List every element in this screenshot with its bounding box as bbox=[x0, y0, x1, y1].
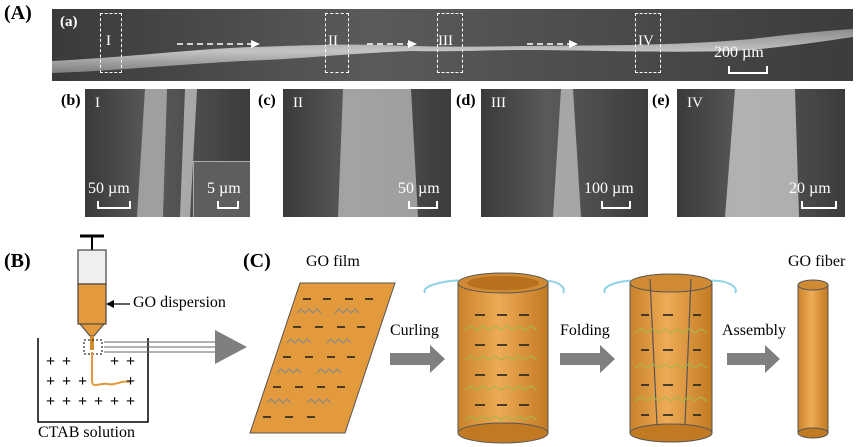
svg-text:+: + bbox=[62, 373, 71, 390]
sub-e-letter: (e) bbox=[652, 92, 670, 109]
folding-arrow bbox=[560, 345, 615, 373]
go-dispersion-label: GO dispersion bbox=[133, 294, 226, 311]
region-label-4: IV bbox=[638, 33, 654, 49]
roman-c: II bbox=[293, 95, 303, 111]
sem-image-c: II 50 µm bbox=[283, 89, 451, 217]
fiber-shape-d bbox=[553, 89, 581, 217]
fiber-shape-e bbox=[725, 89, 799, 217]
svg-text:+: + bbox=[126, 353, 135, 370]
svg-text:+: + bbox=[78, 393, 87, 410]
step-assembly: Assembly bbox=[722, 322, 786, 339]
folded-cylinder bbox=[629, 282, 713, 434]
svg-text:+: + bbox=[46, 373, 55, 390]
scale-label-inset: 5 µm bbox=[207, 180, 241, 197]
svg-text:+: + bbox=[126, 373, 135, 390]
fiber-shape bbox=[52, 29, 853, 73]
svg-text:+: + bbox=[62, 353, 71, 370]
ctab-solution-label: CTAB solution bbox=[38, 424, 135, 441]
svg-text:+: + bbox=[110, 353, 119, 370]
dashed-arrows bbox=[177, 40, 578, 48]
roman-d: III bbox=[491, 95, 506, 111]
sub-d-letter: (d) bbox=[456, 92, 476, 109]
panel-b-letter: (B) bbox=[4, 250, 31, 272]
region-label-1: I bbox=[106, 33, 111, 49]
region-box-1 bbox=[100, 13, 122, 73]
scale-label-e: 20 µm bbox=[789, 180, 831, 197]
scale-label-a: 200 µm bbox=[714, 44, 764, 61]
fiber-shape-b bbox=[137, 89, 197, 217]
scale-label-b: 50 µm bbox=[88, 180, 130, 197]
sub-a-letter: (a) bbox=[60, 14, 78, 30]
step-folding: Folding bbox=[560, 322, 610, 339]
region-box-2 bbox=[325, 13, 349, 73]
svg-text:+: + bbox=[94, 393, 103, 410]
svg-text:+: + bbox=[46, 353, 55, 370]
sem-image-b: I 50 µm 5 µm bbox=[85, 89, 250, 217]
scale-bar-inset bbox=[217, 201, 239, 209]
region-label-2: II bbox=[328, 33, 338, 49]
go-fiber-shape bbox=[797, 284, 829, 434]
scale-label-c: 50 µm bbox=[398, 180, 440, 197]
wet-spinning-setup: + + + + + + + + + + + + + + bbox=[37, 234, 247, 423]
roman-b: I bbox=[95, 95, 100, 111]
panel-a-letter: (A) bbox=[4, 2, 32, 24]
step-curling: Curling bbox=[390, 322, 439, 339]
svg-text:+: + bbox=[46, 393, 55, 410]
go-film-label: GO film bbox=[306, 253, 360, 270]
assembly-arrow bbox=[727, 345, 780, 373]
scale-bar-e bbox=[801, 201, 837, 209]
roman-e: IV bbox=[687, 95, 703, 111]
assembly-diagram bbox=[249, 272, 829, 444]
scale-label-d: 100 µm bbox=[584, 180, 634, 197]
sem-image-a: (a) I II III IV 200 µm bbox=[52, 9, 853, 81]
sem-image-e: IV 20 µm bbox=[677, 89, 845, 217]
go-film-shape bbox=[249, 282, 396, 434]
scale-bar-d bbox=[601, 201, 631, 209]
region-box-3 bbox=[437, 13, 463, 73]
svg-text:+: + bbox=[110, 393, 119, 410]
sub-b-letter: (b) bbox=[61, 92, 81, 109]
sem-image-d: III 100 µm bbox=[481, 89, 648, 217]
sub-c-letter: (c) bbox=[258, 92, 276, 109]
region-box-4 bbox=[635, 13, 661, 73]
svg-text:+: + bbox=[62, 393, 71, 410]
svg-text:+: + bbox=[78, 373, 87, 390]
fiber-shape-c bbox=[338, 89, 418, 217]
curling-arrow bbox=[390, 345, 445, 373]
go-fiber-label: GO fiber bbox=[788, 253, 846, 270]
panel-c-letter: (C) bbox=[243, 250, 271, 272]
scale-bar-b bbox=[97, 201, 131, 209]
scale-bar-a bbox=[728, 66, 768, 74]
scale-bar-c bbox=[408, 201, 438, 209]
svg-text:+: + bbox=[126, 393, 135, 410]
region-label-3: III bbox=[438, 33, 453, 49]
